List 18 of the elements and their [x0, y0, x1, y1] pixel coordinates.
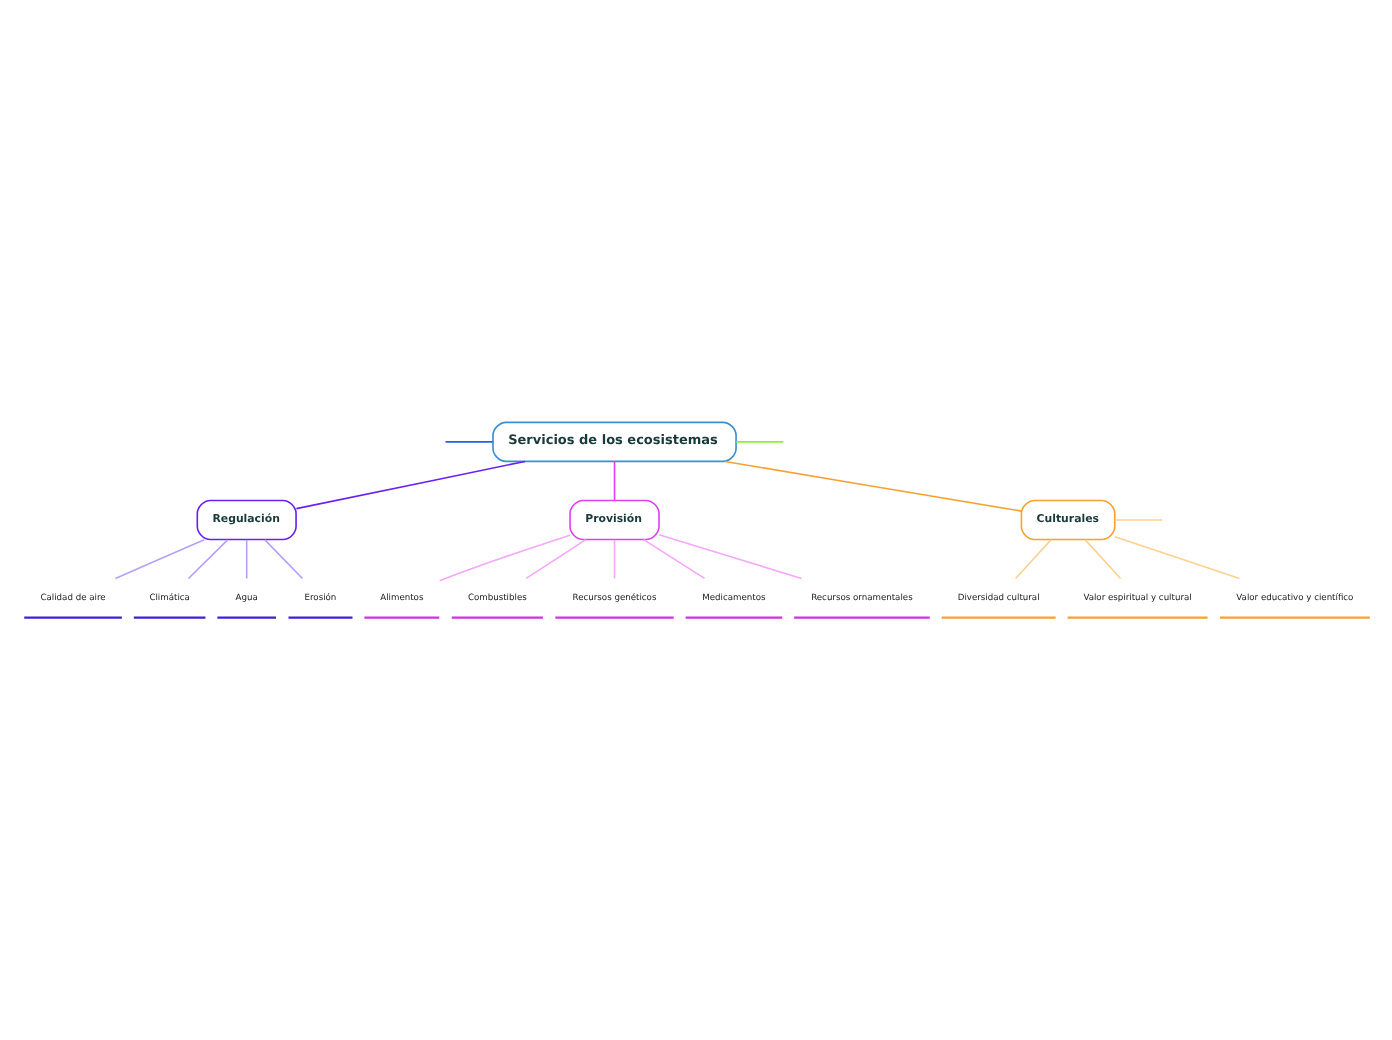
- connector: [723, 460, 1022, 512]
- connector: [113, 538, 205, 580]
- connector: [1113, 535, 1240, 580]
- connector: [1083, 539, 1121, 580]
- connector: [1113, 519, 1162, 521]
- connector: [1013, 539, 1051, 580]
- connector: [263, 539, 303, 580]
- connector: [641, 538, 705, 580]
- connector: [612, 460, 615, 502]
- connector: [443, 441, 493, 443]
- connector: [244, 539, 247, 580]
- connector: [186, 539, 228, 580]
- connector: [294, 460, 525, 510]
- connector: [734, 441, 784, 443]
- connector: [657, 533, 802, 580]
- connector: [524, 538, 586, 580]
- connector: [437, 534, 570, 582]
- connector: [612, 539, 615, 580]
